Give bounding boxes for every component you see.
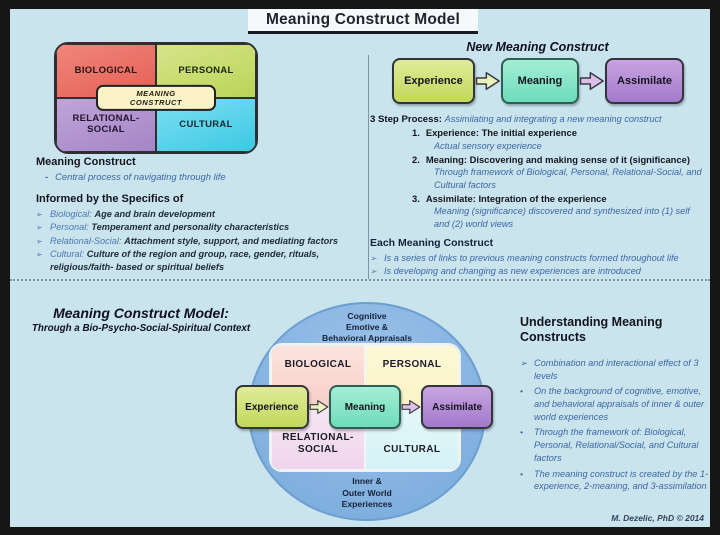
list-item: ➢ Biological: Age and brain development (36, 208, 361, 221)
page-title: Meaning Construct Model (265, 11, 461, 28)
dash-bullet: - (45, 171, 49, 182)
arrow-bullet: ➢ (370, 254, 377, 263)
flow-arrow-icon (475, 71, 500, 91)
quadrant-label: PERSONAL (382, 359, 442, 370)
quadrant-label: RELATIONAL-SOCIAL (282, 432, 354, 455)
understanding-block: Understanding Meaning Constructs ➢ Combi… (520, 315, 716, 496)
step-number: 2. (412, 154, 420, 165)
horizontal-divider (10, 279, 710, 281)
list-item: ➢ Is a series of links to previous meani… (370, 252, 715, 265)
section-heading: Each Meaning Construct (370, 237, 494, 249)
dot-bullet: • (520, 427, 523, 438)
process-step: 2. Meaning: Discovering and making sense… (412, 154, 690, 165)
step-number: 1. (412, 127, 420, 139)
dot-bullet: • (520, 468, 523, 479)
experience-box: Experience (392, 58, 475, 104)
assimilate-box: Assimilate (421, 385, 493, 429)
list-item: - Central process of navigating through … (45, 171, 226, 182)
flow-arrow-icon (401, 399, 421, 415)
quadrant-label: CULTURAL (179, 118, 233, 130)
arrow-bullet: ➢ (520, 358, 528, 368)
section-heading: Meaning Construct (36, 156, 136, 168)
process-intro-line: 3 Step Process: Assimilating and integra… (370, 114, 662, 125)
meaning-construct-banner: MEANING CONSTRUCT (96, 84, 216, 112)
arrow-bullet: ➢ (36, 236, 43, 246)
arrow-bullet: ➢ (36, 210, 43, 219)
quadrant-label: BIOLOGICAL (74, 64, 138, 76)
meaning-box: Meaning (328, 385, 402, 429)
list-item: • The meaning construct is created by th… (520, 468, 709, 492)
section-heading: Understanding Meaning Constructs (520, 315, 663, 344)
circle-bottom-label: Inner & Outer World Experiences (341, 476, 393, 509)
assimilate-box: Assimilate (605, 58, 684, 104)
process-step-detail: Actual sensory experience (434, 140, 542, 151)
process-step: 1. Experience: The initial experience (412, 127, 577, 139)
list-item: • Through the framework of: Biological, … (520, 427, 699, 463)
quadrant-label: RELATIONAL-SOCIAL (72, 113, 140, 135)
list-item: • On the background of cognitive, emotiv… (520, 386, 705, 422)
flow-arrow-icon (309, 399, 329, 415)
new-meaning-construct-heading: New Meaning Construct (466, 40, 609, 54)
dot-bullet: • (520, 386, 523, 397)
slide-panel: Meaning Construct Model BIOLOGICAL PERSO… (10, 9, 710, 527)
process-step: 3. Assimilate: Integration of the experi… (412, 193, 607, 204)
experience-box: Experience (235, 385, 309, 429)
vertical-divider (368, 55, 369, 279)
list-item: ➢ Personal: Temperament and personality … (36, 221, 361, 234)
each-meaning-construct-block: Each Meaning Construct ➢ Is a series of … (370, 237, 715, 279)
flow-arrow-icon (580, 71, 605, 91)
bottom-flow: Experience Meaning Assimilate (235, 385, 493, 429)
meaning-box: Meaning (500, 58, 580, 104)
meaning-construct-text-block: Meaning Construct - Central process of n… (36, 156, 361, 275)
list-item: ➢ Cultural: Culture of the region and gr… (36, 248, 361, 275)
three-step-process: 3 Step Process: Assimilating and integra… (370, 113, 712, 231)
circle-top-label: Cognitive Emotive & Behavioral Appraisal… (322, 311, 412, 344)
step-number: 3. (412, 193, 420, 204)
quadrant-label: BIOLOGICAL (284, 359, 352, 370)
list-item: ➢ Is developing and changing as new expe… (370, 265, 715, 278)
meaning-construct-quadrant-diagram: BIOLOGICAL PERSONAL RELATIONAL-SOCIAL CU… (54, 42, 258, 154)
copyright-credit: M. Dezelic, PhD © 2014 (611, 513, 704, 523)
section-heading: Informed by the Specifics of (36, 193, 184, 205)
list-item: ➢ Combination and interactional effect o… (520, 358, 699, 381)
bottom-model-title: Meaning Construct Model: Through a Bio-P… (31, 305, 251, 334)
process-label: 3 Step Process: (370, 114, 442, 125)
process-step-detail: Through framework of Biological, Persona… (434, 167, 702, 190)
arrow-bullet: ➢ (370, 267, 377, 277)
process-step-detail: Meaning (significance) discovered and sy… (434, 206, 690, 229)
quadrant-label: CULTURAL (383, 443, 441, 455)
arrow-bullet: ➢ (36, 250, 43, 260)
list-item: ➢ Relational-Social: Attachment style, s… (36, 235, 361, 248)
quadrant-label: PERSONAL (178, 64, 234, 76)
new-meaning-construct-flow: Experience Meaning Assimilate (392, 58, 684, 104)
arrow-bullet: ➢ (36, 223, 43, 233)
slide-title-bar: Meaning Construct Model (248, 9, 478, 34)
